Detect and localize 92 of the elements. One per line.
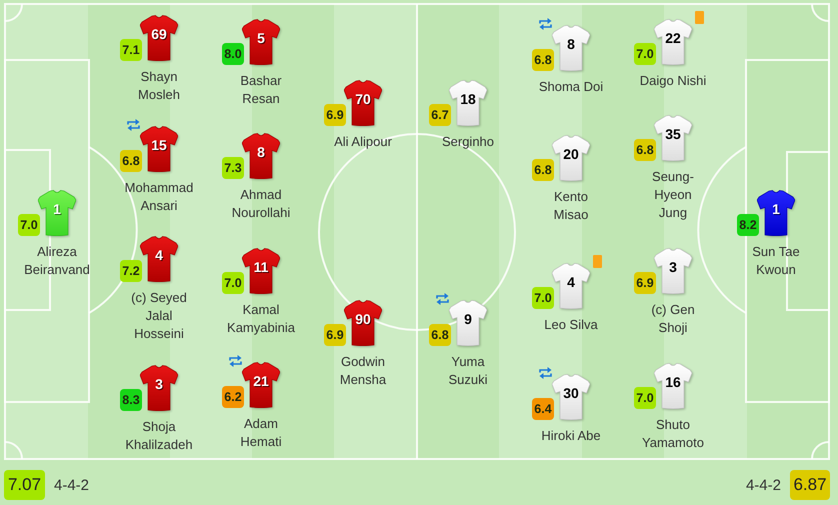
- player-jersey: [757, 190, 795, 236]
- shirt-number: 4: [567, 274, 575, 290]
- player-jersey: [140, 15, 178, 61]
- player-jersey: [654, 248, 692, 294]
- shirt-number: 8: [257, 144, 265, 160]
- shirt-number: 21: [253, 373, 269, 389]
- shirt-number: 18: [460, 91, 476, 107]
- player-jersey: [552, 135, 590, 181]
- player-jersey: [449, 80, 487, 126]
- player-name: Shayn Mosleh: [138, 68, 180, 104]
- player-jersey: [552, 374, 590, 420]
- shirt-number: 1: [53, 201, 61, 217]
- shirt-number: 22: [665, 30, 681, 46]
- player-jersey: [140, 126, 178, 172]
- shirt-number: 5: [257, 30, 265, 46]
- player-name: Shoja Khalilzadeh: [124, 418, 194, 454]
- player-jersey: [344, 300, 382, 346]
- player-jersey: [552, 263, 590, 309]
- shirt-number: 3: [669, 259, 677, 275]
- shirt-number: 3: [155, 376, 163, 392]
- player-name: (c) Gen Shoji: [650, 301, 696, 337]
- formation-label: 4-4-2: [746, 476, 781, 496]
- player-name: Kamal Kamyabinia: [226, 301, 296, 337]
- team-rating-badge: 6.87: [790, 470, 830, 500]
- shirt-number: 11: [254, 259, 268, 275]
- player-name: Serginho: [441, 133, 495, 151]
- rating-badge: 6.8: [120, 150, 142, 172]
- player-name: Godwin Mensha: [339, 353, 387, 389]
- shirt-number: 20: [563, 146, 579, 162]
- rating-badge: 6.8: [532, 49, 554, 71]
- player-jersey: [449, 300, 487, 346]
- player-name: Sun Tae Kwoun: [752, 243, 800, 279]
- player-jersey: [552, 25, 590, 71]
- rating-badge: 7.0: [18, 214, 40, 236]
- rating-badge: 6.2: [222, 386, 244, 408]
- shirt-number: 9: [464, 311, 472, 327]
- rating-badge: 7.0: [634, 43, 656, 65]
- formation-label: 4-4-2: [54, 476, 90, 496]
- rating-badge: 8.0: [222, 43, 244, 65]
- player-jersey: [242, 362, 280, 408]
- shirt-number: 15: [151, 137, 167, 153]
- rating-badge: 6.8: [634, 139, 656, 161]
- player-name: Ahmad Nourollahi: [231, 186, 291, 222]
- rating-badge: 7.3: [222, 157, 244, 179]
- rating-badge: 6.9: [324, 104, 346, 126]
- player-jersey: [140, 236, 178, 282]
- team-rating-badge: 7.07: [4, 470, 45, 500]
- shirt-number: 4: [155, 247, 163, 263]
- player-name: Leo Silva: [544, 316, 598, 334]
- player-name: Mohammad Ansari: [124, 179, 194, 215]
- player-name: Shoma Doi: [538, 78, 604, 96]
- player-jersey: [242, 19, 280, 65]
- player-name: Kento Misao: [553, 188, 589, 224]
- player-jersey: [654, 19, 692, 65]
- rating-badge: 7.0: [532, 287, 554, 309]
- rating-badge: 6.4: [532, 398, 554, 420]
- rating-badge: 6.9: [324, 324, 346, 346]
- rating-badge: 6.8: [532, 159, 554, 181]
- player-name: Seung-Hyeon Jung: [652, 168, 694, 222]
- rating-badge: 7.0: [634, 387, 656, 409]
- player-name: (c) Seyed Jalal Hosseini: [130, 289, 188, 343]
- player-name: Yuma Suzuki: [448, 353, 488, 389]
- shirt-number: 8: [567, 36, 575, 52]
- player-jersey: [242, 133, 280, 179]
- player-name: Alireza Beiranvand: [24, 243, 90, 279]
- shirt-number: 30: [563, 385, 579, 401]
- shirt-number: 90: [355, 311, 371, 327]
- rating-badge: 6.7: [429, 104, 451, 126]
- player-name: Bashar Resan: [240, 72, 282, 108]
- player-jersey: [344, 80, 382, 126]
- rating-badge: 6.9: [634, 272, 656, 294]
- player-name: Shuto Yamamoto: [642, 416, 704, 452]
- shirt-number: 35: [665, 126, 681, 142]
- player-jersey: [654, 363, 692, 409]
- player-jersey: [38, 190, 76, 236]
- shirt-number: 69: [151, 26, 167, 42]
- rating-badge: 8.2: [737, 214, 759, 236]
- rating-badge: 7.2: [120, 260, 142, 282]
- rating-badge: 8.3: [120, 389, 142, 411]
- shirt-number: 70: [355, 91, 371, 107]
- player-jersey: [654, 115, 692, 161]
- rating-badge: 7.0: [222, 272, 244, 294]
- shirt-number: 1: [772, 201, 780, 217]
- player-jersey: [140, 365, 178, 411]
- rating-badge: 7.1: [120, 39, 142, 61]
- player-name: Daigo Nishi: [639, 72, 707, 90]
- shirt-number: 16: [665, 374, 681, 390]
- rating-badge: 6.8: [429, 324, 451, 346]
- player-name: Adam Hemati: [240, 415, 282, 451]
- player-name: Ali Alipour: [334, 133, 392, 151]
- player-name: Hiroki Abe: [540, 427, 602, 445]
- player-jersey: [242, 248, 280, 294]
